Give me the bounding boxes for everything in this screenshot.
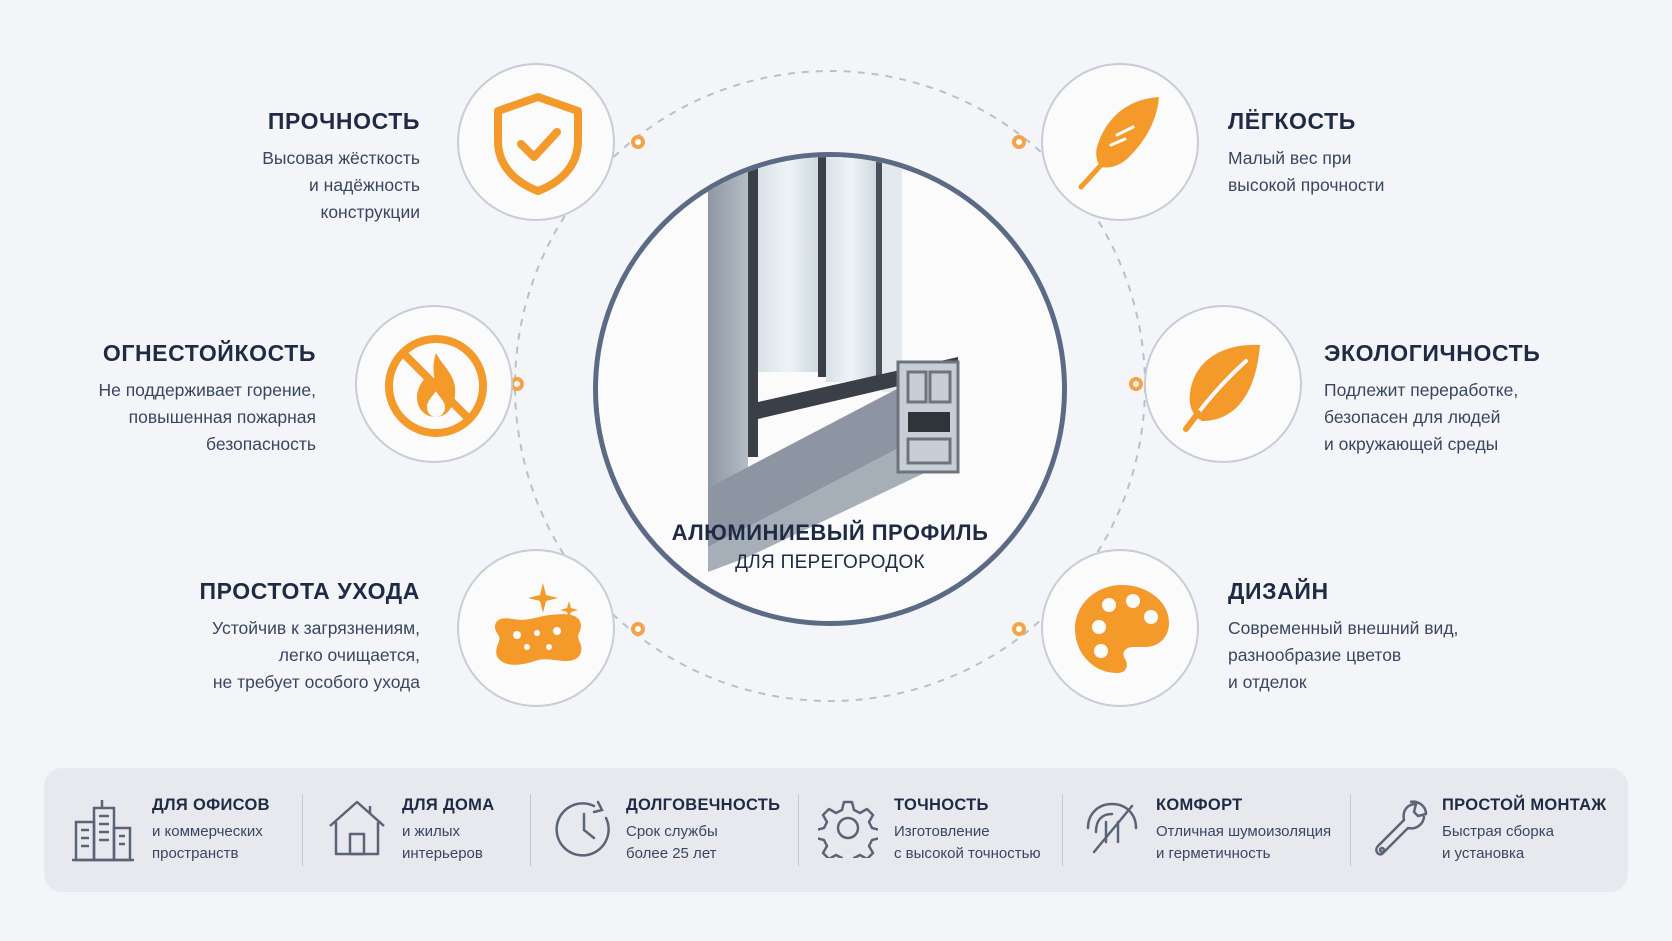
- feature-title: ДИЗАЙН: [1228, 578, 1329, 604]
- feature-title: ПРОСТОТА УХОДА: [199, 578, 420, 604]
- light-icon-circle: [1041, 63, 1199, 221]
- feature-desc-line: и окружающей среды: [1324, 434, 1499, 454]
- benefit-desc-line: Быстрая сборка: [1442, 823, 1554, 840]
- benefit-desc-line: пространств: [152, 845, 239, 862]
- feature-title: ЭКОЛОГИЧНОСТЬ: [1324, 340, 1541, 366]
- feature-desc-line: Высовая жёсткость: [262, 148, 420, 168]
- benefit-desc-line: и коммерческих: [152, 823, 263, 840]
- feature-desc-line: легко очищается,: [278, 645, 420, 665]
- sound-off-icon: [1086, 802, 1138, 854]
- shield-check-icon: [494, 93, 582, 195]
- feature-fire: ОГНЕСТОЙКОСТЬ Не поддерживает горение, п…: [98, 340, 316, 458]
- feature-light: ЛЁГКОСТЬ Малый вес при высокой прочности: [1228, 108, 1384, 199]
- leaf-icon: [1183, 344, 1260, 432]
- feature-desc-line: Современный внешний вид,: [1228, 618, 1459, 638]
- feather-icon: [1078, 97, 1159, 190]
- center-subtitle: ДЛЯ ПЕРЕГОРОДОК: [735, 552, 925, 573]
- connector-dot: [1012, 135, 1026, 149]
- feature-desc-line: и надёжность: [309, 175, 420, 195]
- divider: [1350, 794, 1351, 866]
- connector-dot: [1129, 377, 1143, 391]
- feature-care: ПРОСТОТА УХОДА Устойчив к загрязнениям, …: [200, 578, 421, 696]
- feature-title: ПРОЧНОСТЬ: [267, 108, 420, 134]
- benefit-desc-line: и герметичность: [1156, 845, 1271, 862]
- feature-desc-line: безопасен для людей: [1324, 407, 1501, 427]
- fire-icon-circle: [355, 305, 513, 463]
- benefit-desc-line: более 25 лет: [626, 845, 717, 862]
- feature-desc-line: конструкции: [320, 202, 420, 222]
- aluminum-profile-illustration: [708, 157, 960, 572]
- bottom-benefits-bar: ДЛЯ ОФИСОВ и коммерческих пространств ДЛ…: [44, 768, 1628, 892]
- feature-desc-line: Малый вес при: [1228, 148, 1352, 168]
- feature-desc-line: повышенная пожарная: [128, 407, 316, 427]
- sponge-icon: [495, 583, 582, 665]
- feature-desc-line: Не поддерживает горение,: [98, 380, 316, 400]
- connector-dot: [631, 135, 645, 149]
- house-icon: [329, 800, 385, 856]
- benefit-title: КОМФОРТ: [1156, 796, 1243, 814]
- feature-eco: ЭКОЛОГИЧНОСТЬ Подлежит переработке, безо…: [1324, 340, 1540, 458]
- care-icon-circle: [457, 549, 615, 707]
- benefit-desc-line: Изготовление: [894, 823, 990, 840]
- feature-desc-line: разнообразие цветов: [1228, 645, 1402, 665]
- divider: [302, 794, 303, 866]
- feature-desc-line: высокой прочности: [1228, 175, 1385, 195]
- strength-icon-circle: [457, 63, 615, 221]
- benefit-title: ДЛЯ ДОМА: [402, 796, 495, 814]
- benefit-desc-line: и жилых: [402, 823, 460, 840]
- clock-icon: [555, 800, 610, 857]
- benefit-title: ТОЧНОСТЬ: [894, 796, 989, 814]
- divider: [798, 794, 799, 866]
- wrench-icon: [1375, 800, 1428, 856]
- benefit-title: ДОЛГОВЕЧНОСТЬ: [626, 796, 781, 814]
- benefit-desc-line: интерьеров: [402, 845, 483, 862]
- divider: [1062, 794, 1063, 866]
- eco-icon-circle: [1144, 305, 1302, 463]
- benefit-desc-line: Отличная шумоизоляция: [1156, 823, 1332, 840]
- feature-desc-line: не требует особого ухода: [212, 672, 420, 692]
- connector-dot: [1012, 622, 1026, 636]
- feature-title: ОГНЕСТОЙКОСТЬ: [102, 340, 316, 366]
- benefit-desc-line: и установка: [1442, 845, 1525, 862]
- feature-design: ДИЗАЙН Современный внешний вид, разнообр…: [1228, 578, 1458, 696]
- gear-icon: [818, 800, 878, 858]
- no-fire-icon: [385, 335, 487, 437]
- product-image: [593, 152, 1067, 626]
- design-icon-circle: [1041, 549, 1199, 707]
- office-building-icon: [72, 800, 134, 862]
- feature-desc-line: Устойчив к загрязнениям,: [212, 618, 420, 638]
- benefit-title: ДЛЯ ОФИСОВ: [152, 796, 270, 814]
- feature-desc-line: и отделок: [1228, 672, 1307, 692]
- connector-dot: [631, 622, 645, 636]
- feature-title: ЛЁГКОСТЬ: [1228, 108, 1356, 134]
- benefit-desc-line: Срок службы: [626, 823, 718, 840]
- palette-icon: [1075, 585, 1169, 673]
- benefit-title: ПРОСТОЙ МОНТАЖ: [1442, 796, 1607, 814]
- divider: [530, 794, 531, 866]
- feature-desc-line: безопасность: [206, 434, 316, 454]
- feature-strength: ПРОЧНОСТЬ Высовая жёсткость и надёжность…: [262, 108, 420, 226]
- feature-desc-line: Подлежит переработке,: [1324, 380, 1519, 400]
- benefit-desc-line: с высокой точностью: [894, 845, 1041, 862]
- center-title: АЛЮМИНИЕВЫЙ ПРОФИЛЬ: [671, 520, 989, 545]
